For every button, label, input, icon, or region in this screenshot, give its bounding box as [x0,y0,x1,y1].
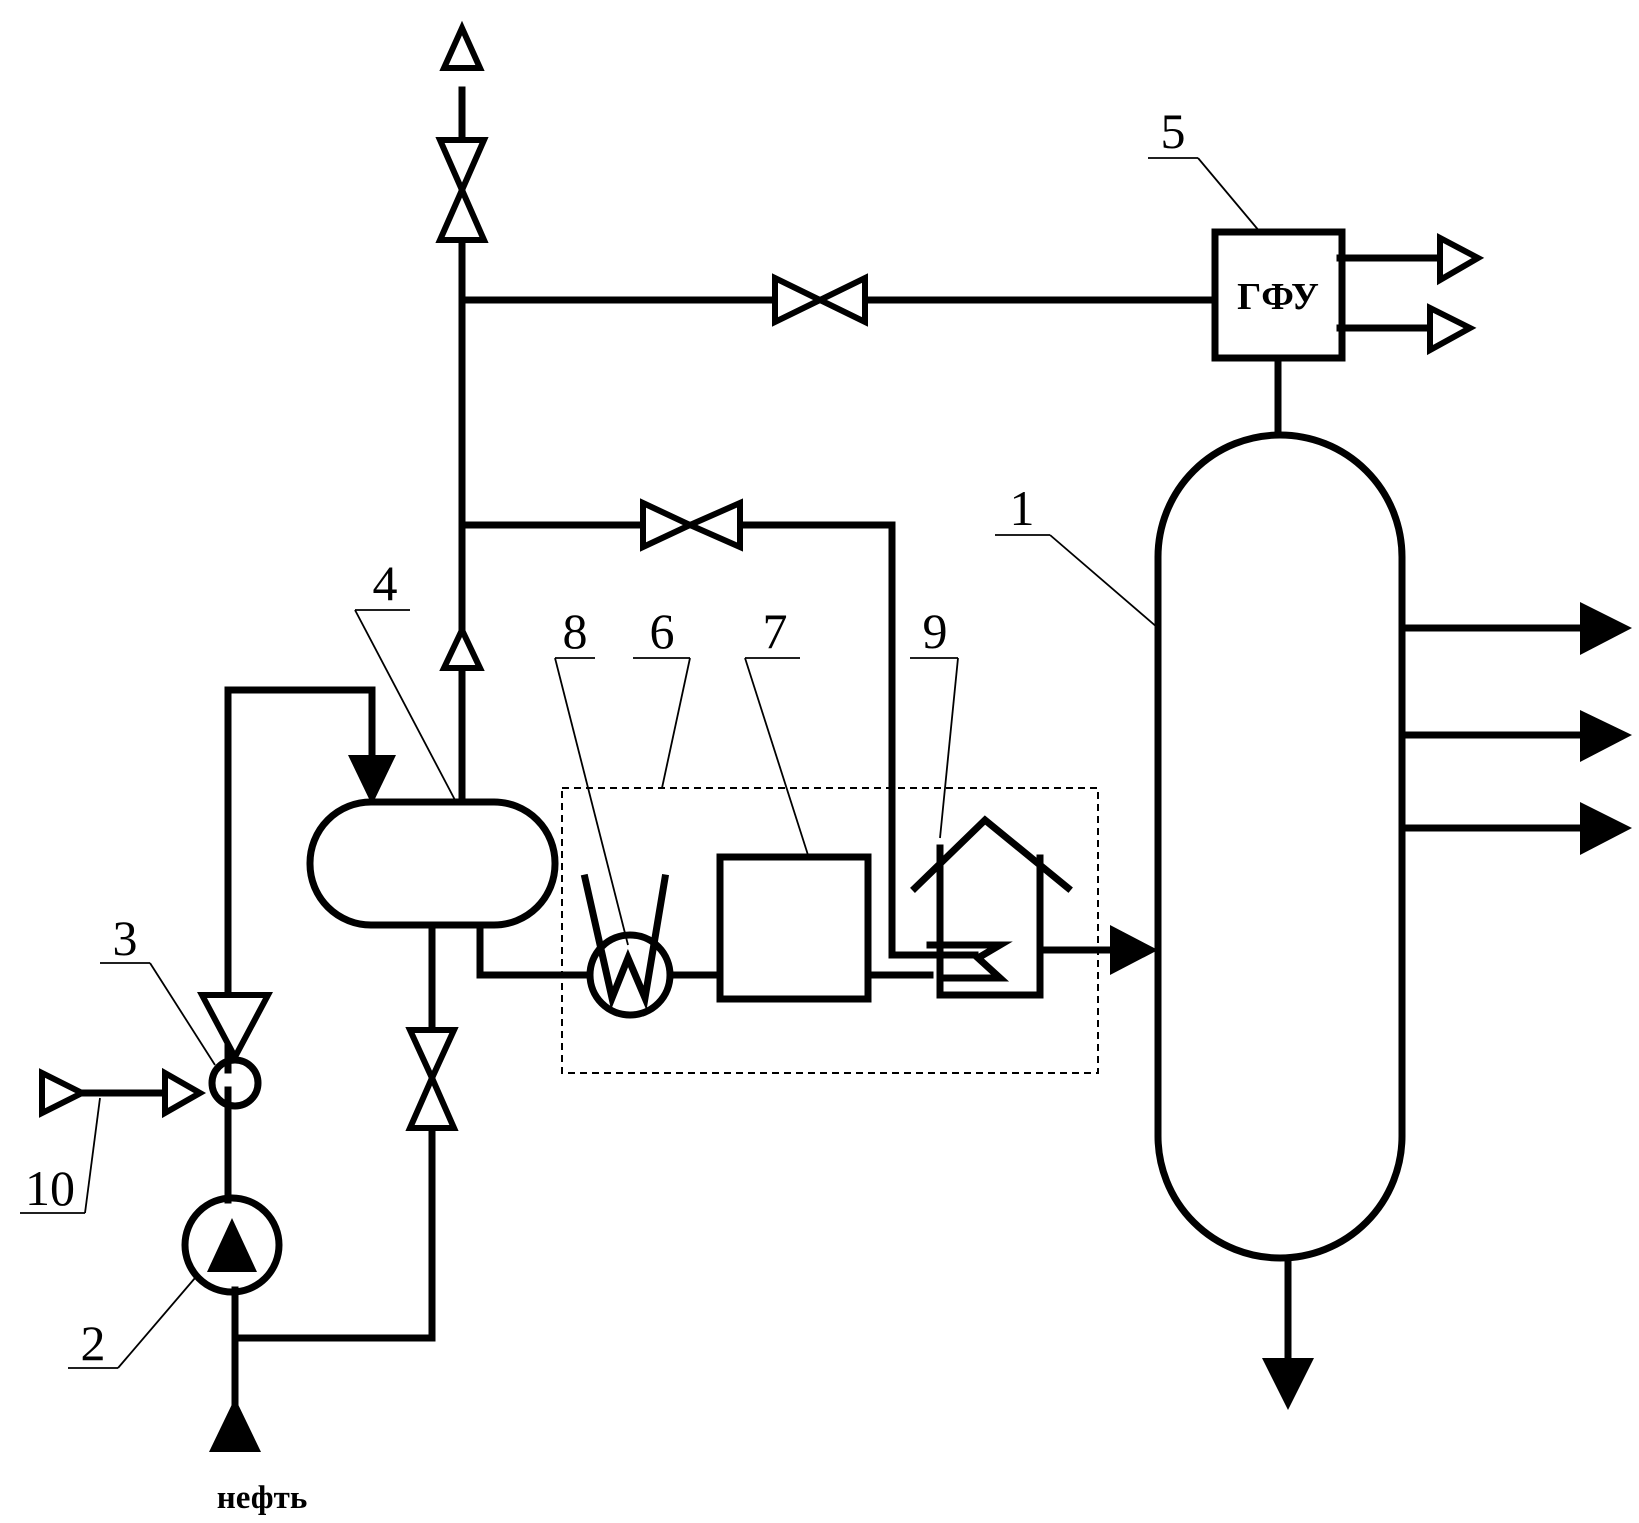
leader-lines [20,158,1260,1368]
unit-7-box [720,857,868,999]
ejector-icon [165,995,268,1113]
label-column: 1 [1010,480,1035,536]
arrow-down-solid [1262,1358,1314,1410]
label-gfu: 5 [1161,103,1186,159]
heating-unit-boundary [562,788,1098,1073]
arrow-up-hollow [444,28,480,68]
arrow-down-solid [348,755,396,805]
arrow-right-hollow [42,1073,82,1113]
vertical-valve-top [440,140,484,240]
label-pump: 2 [81,1315,106,1371]
valve-gfu-line [775,278,865,322]
distillation-column [1158,435,1402,1258]
arrow-right-hollow [1430,308,1470,350]
label-heating-unit: 6 [650,603,675,659]
gfu-unit-label: ГФУ [1237,276,1319,318]
label-unit-7: 7 [763,603,788,659]
feed-caption: нефть [217,1480,308,1516]
label-furnace: 9 [923,603,948,659]
arrow-right-solid [1110,925,1158,975]
arrow-right-solid [1580,602,1632,655]
label-ejector: 3 [113,910,138,966]
arrow-up-solid [209,1398,261,1452]
valve-heater-line [643,503,740,547]
arrow-up-hollow [444,630,480,668]
arrow-right-solid [1580,710,1632,762]
pump-icon [185,1198,279,1292]
valve-bypass [410,1030,454,1128]
separator-vessel [310,802,555,925]
furnace-icon [915,820,1068,995]
label-separator: 4 [373,555,398,611]
arrow-right-solid [1580,802,1632,855]
label-heat-exchanger: 8 [563,603,588,659]
heat-exchanger-icon [585,878,670,1015]
label-gas-line: 10 [25,1160,75,1216]
arrow-right-hollow [1440,238,1478,280]
